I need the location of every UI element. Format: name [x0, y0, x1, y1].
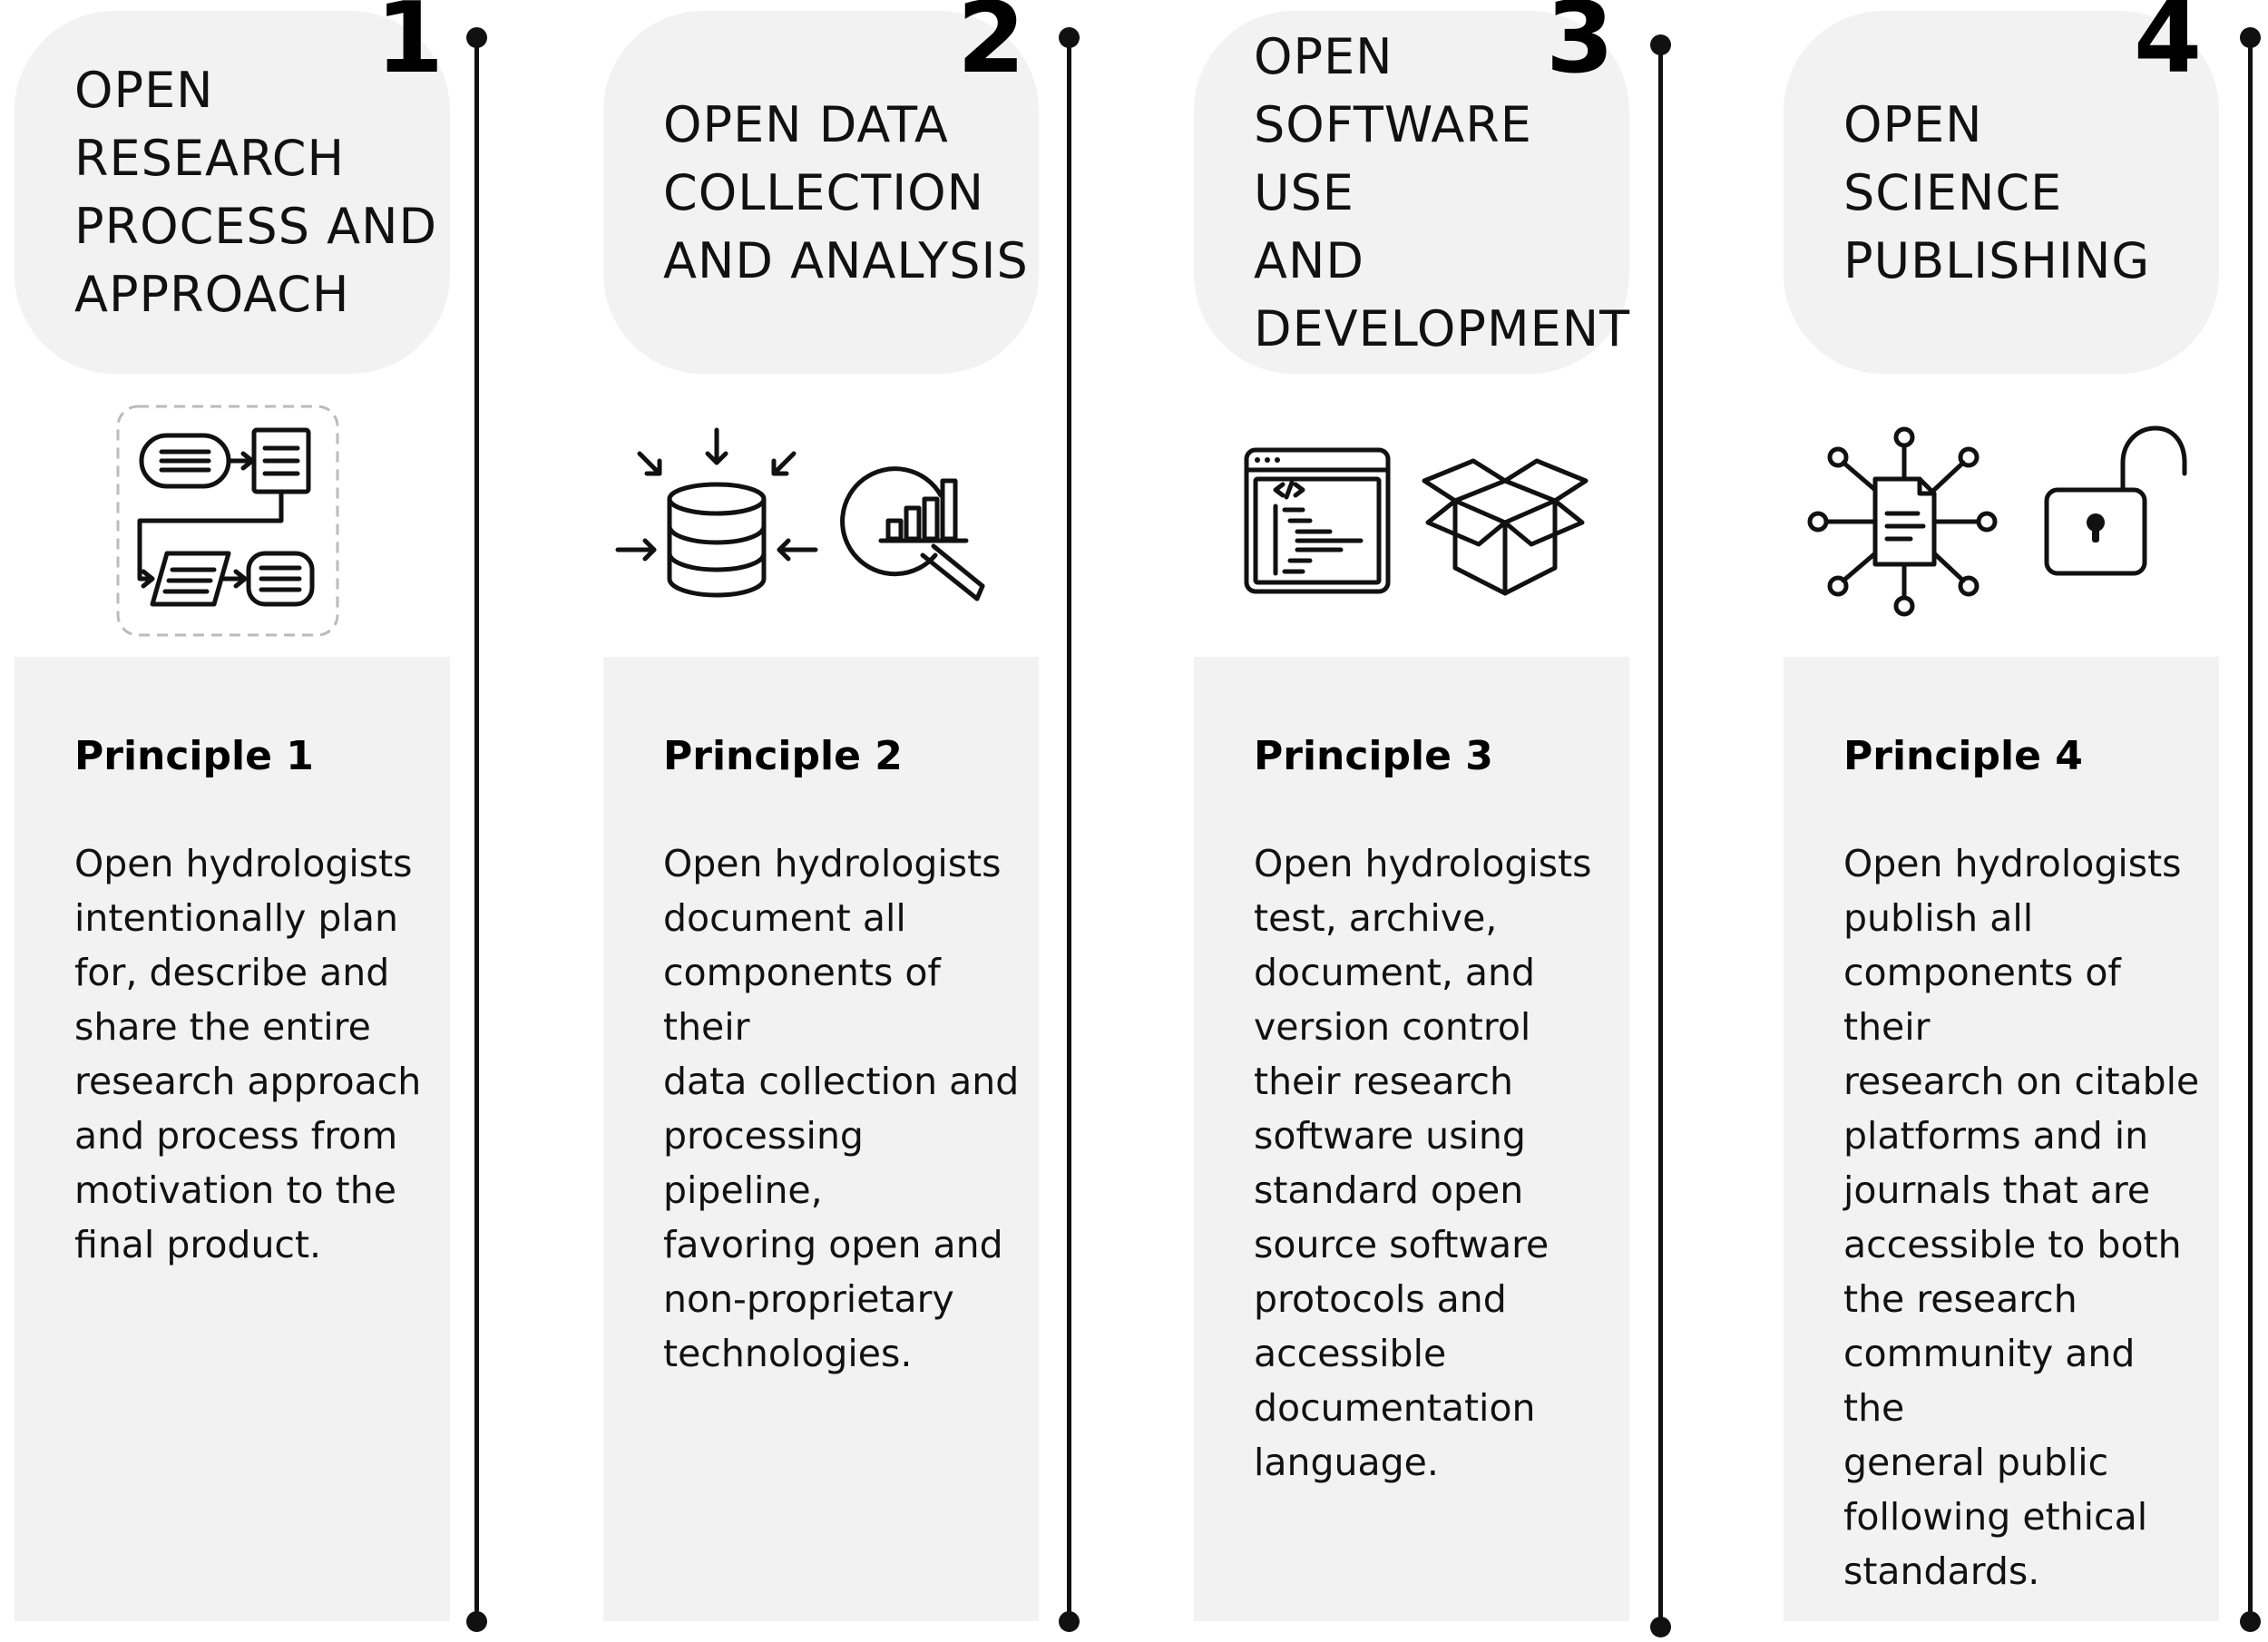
column-icon-area — [1784, 399, 2219, 635]
database-collect-icon — [615, 427, 818, 598]
column-header-box: OPEN DATA COLLECTION AND ANALYSIS — [603, 11, 1039, 374]
magnifier-chart-icon — [840, 466, 985, 601]
timeline-dot-bottom — [1650, 1617, 1671, 1637]
principle-column-1: OPEN RESEARCH PROCESS AND APPROACH 1 — [15, 0, 450, 1642]
column-header-box: OPEN RESEARCH PROCESS AND APPROACH — [15, 11, 450, 374]
column-header-box: OPEN SOFTWARE USE AND DEVELOPMENT — [1194, 11, 1629, 374]
principle-box: Principle 4 Open hydrologists publish al… — [1784, 657, 2219, 1621]
timeline-dot-top — [1059, 27, 1080, 48]
column-title: OPEN DATA COLLECTION AND ANALYSIS — [663, 95, 1029, 289]
column-number: 2 — [957, 0, 1026, 95]
column-title: OPEN SCIENCE PUBLISHING — [1843, 95, 2151, 289]
timeline-dot-bottom — [466, 1611, 487, 1632]
principle-label: Principle 1 — [74, 733, 314, 779]
column-title: OPEN RESEARCH PROCESS AND APPROACH — [74, 62, 438, 323]
timeline-line — [2248, 36, 2253, 1615]
column-number: 3 — [1546, 0, 1615, 95]
principle-text: Open hydrologists test, archive, documen… — [1254, 842, 1592, 1484]
column-number: 1 — [376, 0, 445, 95]
timeline-divider-4 — [2232, 0, 2268, 1642]
principle-column-2: OPEN DATA COLLECTION AND ANALYSIS 2 — [603, 0, 1039, 1642]
document-network-icon — [1807, 426, 1998, 617]
workflow-diagram-icon — [116, 405, 339, 637]
principle-column-4: OPEN SCIENCE PUBLISHING 4 — [1784, 0, 2219, 1642]
timeline-line — [1067, 36, 1071, 1615]
principle-text: Open hydrologists intentionally plan for… — [74, 842, 422, 1266]
column-icon-area — [15, 399, 450, 637]
column-title: OPEN SOFTWARE USE AND DEVELOPMENT — [1254, 27, 1631, 357]
column-number: 4 — [2134, 0, 2203, 95]
column-icon-area — [1194, 399, 1629, 635]
principle-text: Open hydrologists publish all components… — [1843, 842, 2200, 1593]
timeline-line — [1658, 44, 1663, 1622]
principle-label: Principle 2 — [663, 733, 903, 779]
principle-box: Principle 2 Open hydrologists document a… — [603, 657, 1039, 1621]
principle-box: Principle 3 Open hydrologists test, arch… — [1194, 657, 1629, 1621]
column-icon-area — [603, 399, 1039, 635]
timeline-divider-2 — [1051, 0, 1087, 1642]
timeline-dot-bottom — [1059, 1611, 1080, 1632]
column-header-box: OPEN SCIENCE PUBLISHING — [1784, 11, 2219, 374]
timeline-dot-top — [1650, 34, 1671, 55]
open-box-icon — [1422, 458, 1589, 596]
principle-label: Principle 3 — [1254, 733, 1493, 779]
timeline-dot-top — [2240, 27, 2261, 48]
timeline-dot-bottom — [2240, 1611, 2261, 1632]
principle-text: Open hydrologists document all component… — [663, 842, 1020, 1375]
principle-box: Principle 1 Open hydrologists intentiona… — [15, 657, 450, 1621]
principle-column-3: OPEN SOFTWARE USE AND DEVELOPMENT 3 — [1194, 0, 1629, 1642]
timeline-divider-3 — [1642, 0, 1678, 1642]
principle-label: Principle 4 — [1843, 733, 2083, 779]
code-window-icon — [1244, 447, 1391, 594]
timeline-divider-1 — [458, 0, 494, 1642]
unlocked-padlock-icon — [2044, 425, 2187, 576]
timeline-line — [474, 36, 479, 1615]
timeline-dot-top — [466, 27, 487, 48]
